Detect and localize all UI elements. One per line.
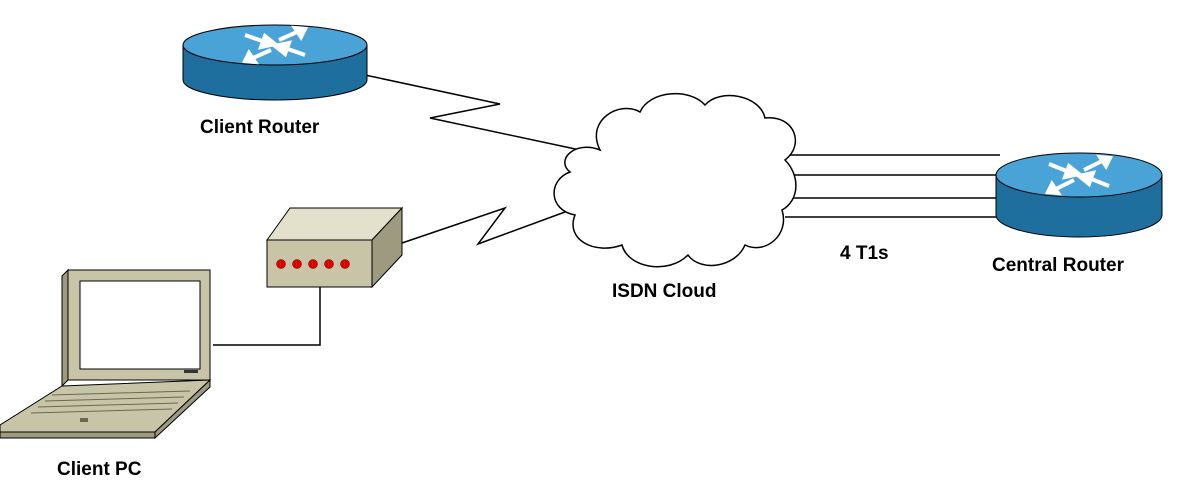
laptop-icon bbox=[0, 268, 212, 440]
cloud-icon bbox=[553, 93, 797, 268]
t1-links-label: 4 T1s bbox=[840, 243, 889, 264]
modem-icon bbox=[266, 206, 404, 289]
client-router-serial-link bbox=[364, 74, 581, 151]
modem-laptop-link bbox=[213, 287, 321, 346]
modem-led-5 bbox=[340, 259, 350, 269]
modem-led-2 bbox=[292, 259, 302, 269]
central-router-label: Central Router bbox=[992, 255, 1124, 276]
client-router-icon bbox=[182, 24, 368, 101]
central-router-icon bbox=[995, 152, 1163, 238]
modem-led-4 bbox=[324, 259, 334, 269]
modem-serial-link bbox=[401, 206, 566, 246]
isdn-cloud-label: ISDN Cloud bbox=[612, 281, 717, 302]
modem-led-3 bbox=[308, 259, 318, 269]
modem-led-1 bbox=[276, 259, 286, 269]
client-router-label: Client Router bbox=[200, 117, 320, 138]
connections bbox=[213, 74, 1000, 346]
client-pc-label: Client PC bbox=[57, 459, 142, 480]
